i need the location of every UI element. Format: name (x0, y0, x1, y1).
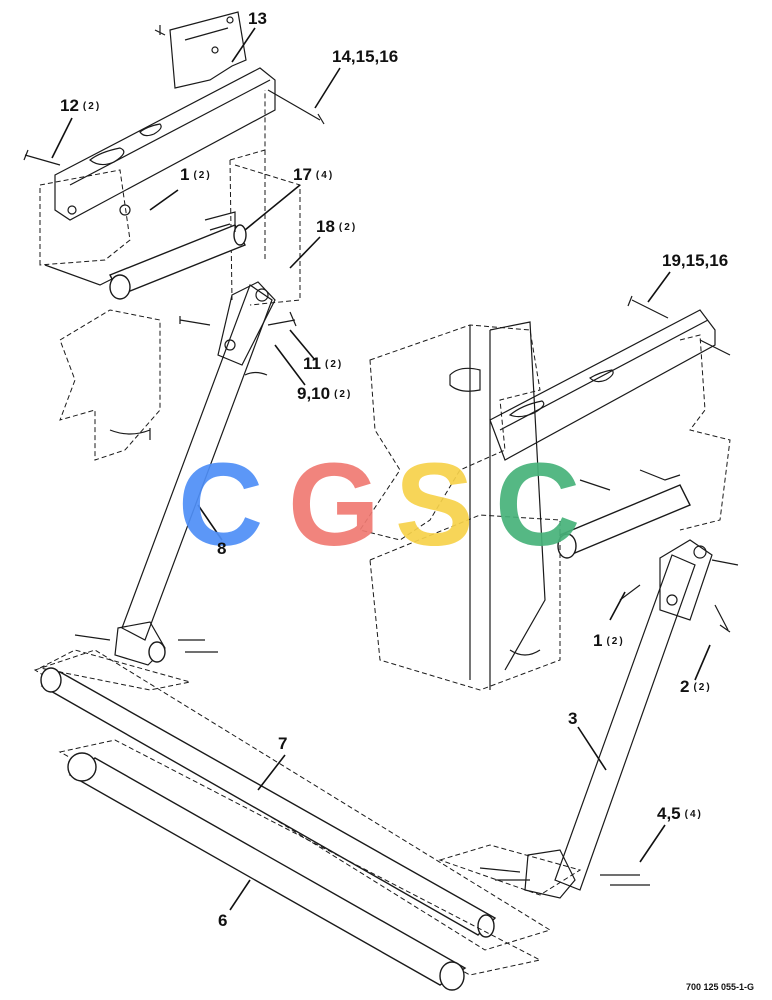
left-arm-assembly (38, 281, 297, 691)
callout-2: 2(2) (680, 677, 712, 696)
callout-6: 6 (218, 911, 228, 930)
upper-left-frame-assembly (23, 11, 325, 461)
callout-13: 13 (248, 9, 267, 28)
callout-12: 12(2) (60, 96, 102, 115)
callout-19-15-16: 19,15,16 (662, 251, 729, 270)
drawing-number: 700 125 055-1-G (685, 982, 754, 992)
callout-1-lower: 1(2) (593, 631, 625, 650)
callout-7: 7 (278, 734, 288, 753)
watermark-letter-s: S (395, 439, 474, 571)
callout-4-5: 4,5(4) (657, 804, 703, 823)
leader-lines (51, 27, 711, 911)
right-frame-assembly (359, 295, 731, 691)
callout-8: 8 (217, 539, 227, 558)
callout-17: 17(4) (293, 165, 335, 184)
watermark: C G S C (178, 439, 580, 571)
watermark-letter-c1: C (178, 439, 263, 571)
callout-18: 18(2) (316, 217, 358, 236)
callout-14-15-16: 14,15,16 (332, 47, 399, 66)
callout-11: 11(2) (303, 354, 344, 373)
right-arm-assembly (438, 539, 739, 899)
lower-tube-assembly (33, 649, 552, 991)
watermark-letter-g: G (288, 439, 380, 571)
callout-1-upper: 1(2) (180, 165, 212, 184)
watermark-letter-c2: C (495, 439, 580, 571)
callout-3: 3 (568, 709, 578, 728)
callout-9-10: 9,10(2) (297, 384, 353, 403)
